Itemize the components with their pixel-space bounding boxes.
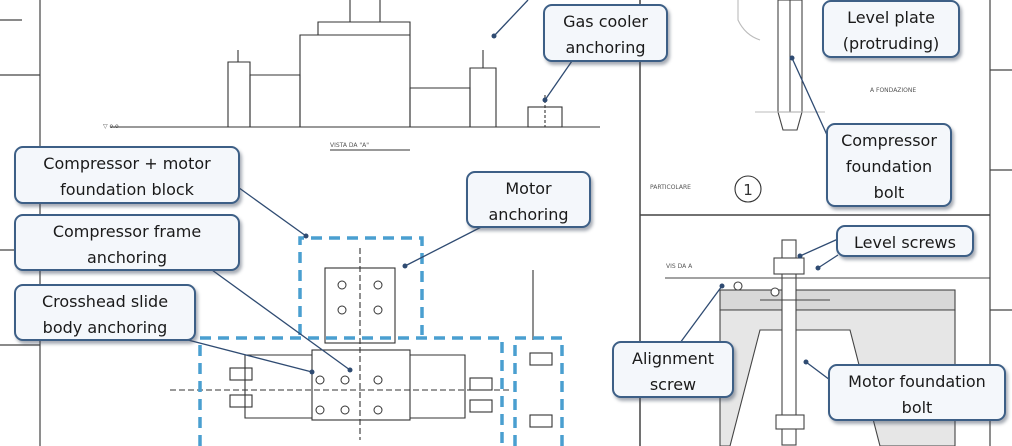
dashed-zones [198,236,564,446]
particolare-label: PARTICOLARE [650,184,691,191]
callout-line: screw [649,375,697,394]
callout-line: Crosshead slide [41,292,169,311]
svg-text:A FONDAZIONE: A FONDAZIONE [870,87,916,94]
gas-cooler-anchoring-callout: Gas cooler anchoring [543,4,668,62]
callout-line: Compressor + motor [43,154,211,173]
callout-line: Compressor [841,131,937,150]
callout-line: bolt [901,398,933,417]
plan-view [170,248,553,440]
svg-text:VIS DA A: VIS DA A [666,263,693,270]
motor-anchoring-callout: Motor anchoring [466,171,591,228]
callout-line: Motor foundation [848,372,986,391]
callout-line: Compressor frame [52,222,202,241]
callout-line: body anchoring [42,318,168,337]
callout-line: Level plate [847,8,935,27]
compressor-foundation-bolt-callout: Compressor foundation bolt [826,123,952,207]
compressor-frame-anchoring-callout: Compressor frame anchoring [14,214,240,271]
detail-number-circle [734,175,762,203]
vista-label: VISTA DA "A" [330,142,369,149]
callout-line: anchoring [488,205,569,224]
compressor-motor-foundation-block-callout: Compressor + motor foundation block [14,146,240,204]
elevation-view [110,0,600,151]
callout-line: Level screws [854,233,956,252]
callout-line: (protruding) [842,34,940,53]
alignment-screw-callout: Alignment screw [612,341,734,398]
level-screws-callout: Level screws [836,225,974,257]
callout-line: bolt [873,183,905,202]
callout-line: foundation [845,157,933,176]
level-plate-callout: Level plate (protruding) [822,0,960,58]
svg-text:▽ o.o: ▽ o.o [103,123,119,130]
callout-line: anchoring [87,248,167,267]
motor-foundation-bolt-callout: Motor foundation bolt [828,364,1006,421]
detail-number: 1 [743,181,753,199]
callout-line: Alignment [632,349,714,368]
crosshead-slide-body-anchoring-callout: Crosshead slide body anchoring [14,284,196,341]
callout-line: Gas cooler [563,12,648,31]
detail-1-drawing [737,0,825,131]
anchor-bolts [315,280,383,415]
leader-arrowheads [303,33,821,375]
callout-line: Motor [505,179,552,198]
callout-line: anchoring [565,38,646,57]
callout-line: foundation block [60,180,194,199]
